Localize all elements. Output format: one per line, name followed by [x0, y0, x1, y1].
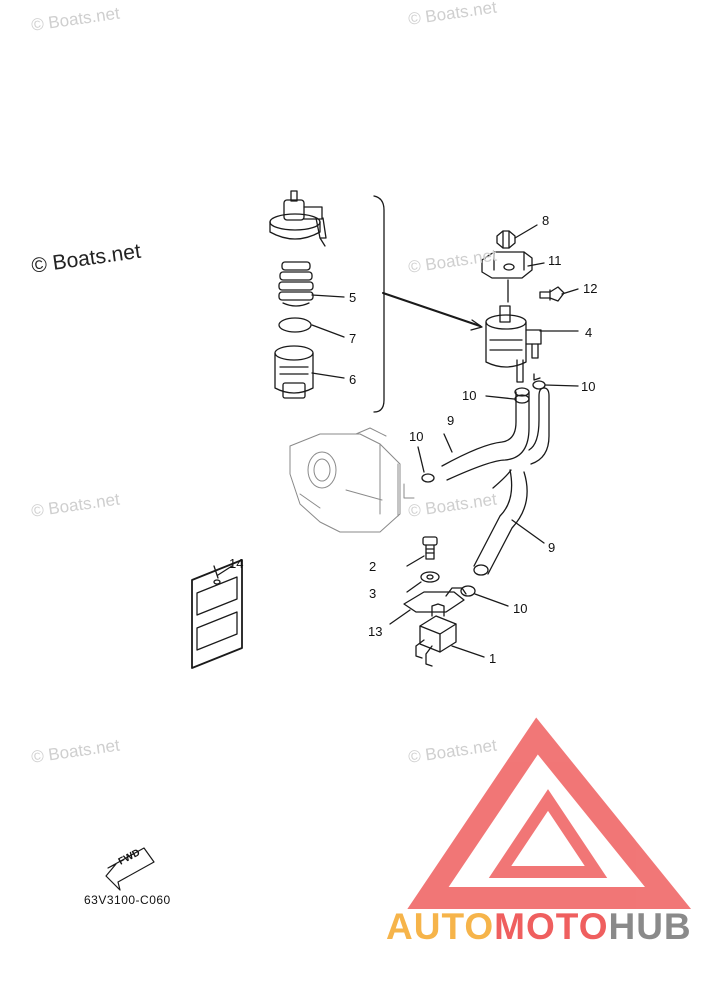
- forward-direction-icon: [105, 847, 155, 891]
- plate-bracket-part: [403, 587, 467, 613]
- brand-part-hub: HUB: [608, 906, 692, 947]
- filter-element-part: [278, 261, 314, 307]
- callout-8: 8: [542, 213, 550, 228]
- callout-12: 12: [583, 281, 598, 296]
- callout-14: 14: [229, 556, 244, 571]
- group-bracket: [373, 195, 385, 413]
- filter-cup-part: [274, 345, 314, 399]
- callout-5: 5: [349, 290, 357, 305]
- callout-1: 1: [489, 651, 497, 666]
- callout-6: 6: [349, 372, 357, 387]
- automotohub-logo-icon: [407, 717, 692, 909]
- callout-3: 3: [369, 586, 377, 601]
- drawing-code: 63V3100-C060: [84, 893, 171, 907]
- mounting-bracket-part: [481, 251, 533, 279]
- fuel-hose-upper: [441, 387, 550, 489]
- bolt-part: [539, 286, 565, 302]
- callout-9-upper: 9: [447, 413, 455, 428]
- callout-10-filter-right: 10: [581, 379, 596, 394]
- callout-7: 7: [349, 331, 357, 346]
- automotohub-brand-text: AUTOMOTOHUB: [386, 906, 692, 948]
- callout-11: 11: [548, 253, 562, 268]
- brand-part-auto: AUTO: [386, 906, 495, 947]
- callout-13: 13: [368, 624, 383, 639]
- o-ring-part: [278, 317, 312, 333]
- callout-2: 2: [369, 559, 377, 574]
- fuel-hose-lower: [473, 469, 528, 576]
- gasket-sheet-part: [191, 559, 243, 669]
- carburetor-outline: [289, 427, 415, 533]
- screw-part: [422, 536, 438, 560]
- callout-4: 4: [585, 325, 593, 340]
- nut-part: [496, 230, 516, 249]
- fuel-joint-part: [415, 603, 457, 667]
- filter-head-part: [269, 190, 327, 247]
- fuel-filter-assembly: [485, 305, 542, 383]
- callout-10-filter-left: 10: [462, 388, 477, 403]
- callout-10-carb: 10: [409, 429, 424, 444]
- callout-10-lower: 10: [513, 601, 528, 616]
- brand-part-moto: MOTO: [494, 906, 609, 947]
- callout-9-lower: 9: [548, 540, 556, 555]
